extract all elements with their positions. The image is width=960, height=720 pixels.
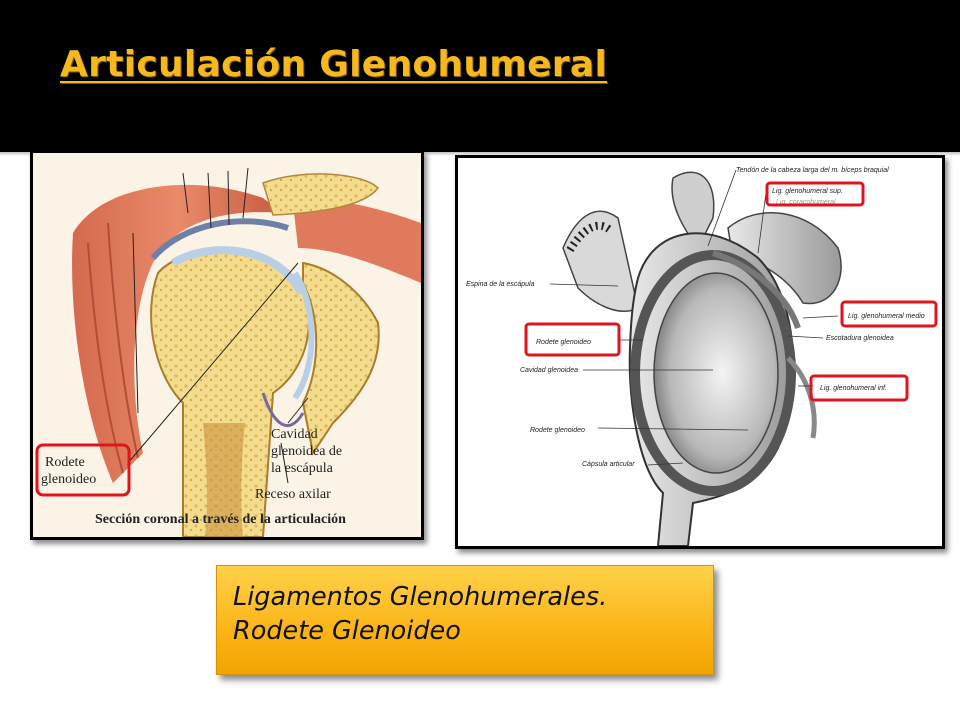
rodete-label-line2: glenoideo bbox=[41, 472, 96, 487]
tendon-label: Tendón de la cabeza larga del m. bíceps … bbox=[736, 167, 889, 174]
caption-line2: Rodete Glenoideo bbox=[233, 616, 461, 646]
cavidad-label-line2: glenoidea de bbox=[271, 444, 342, 459]
lig-coracohumeral-label: Lig. coracohumeral bbox=[776, 199, 836, 206]
caption-line1: Ligamentos Glenohumerales. bbox=[233, 582, 608, 612]
lig-sup-highlight-box bbox=[765, 181, 865, 207]
escotadura-label: Escotadura glenoidea bbox=[826, 335, 894, 342]
slide-title: Articulación Glenohumeral bbox=[60, 44, 608, 85]
title-bar: Articulación Glenohumeral bbox=[0, 0, 960, 156]
receso-label: Receso axilar bbox=[255, 487, 331, 502]
cavidad-label-line1: Cavidad bbox=[271, 427, 318, 442]
left-anatomy-figure: Rodete glenoideo Cavidad glenoidea de la… bbox=[30, 150, 424, 540]
cavidad-label-right: Cavidad glenoidea bbox=[520, 367, 578, 374]
rodete-highlight-box-right bbox=[524, 322, 621, 357]
rodete-label-1: Rodete glenoideo bbox=[536, 339, 591, 346]
rodete-label-2: Rodete glenoideo bbox=[530, 427, 585, 434]
right-anatomy-figure: Tendón de la cabeza larga del m. bíceps … bbox=[455, 155, 945, 549]
coronal-section-illustration: Rodete glenoideo Cavidad glenoidea de la… bbox=[33, 153, 421, 537]
lig-inf-highlight-box bbox=[809, 374, 909, 402]
rodete-highlight-box bbox=[35, 443, 131, 497]
caption-text: Ligamentos Glenohumerales. Rodete Glenoi… bbox=[233, 580, 607, 648]
capsula-label: Cápsula articular bbox=[582, 461, 635, 468]
caption-box: Ligamentos Glenohumerales. Rodete Glenoi… bbox=[216, 565, 714, 675]
rodete-label-line1: Rodete bbox=[45, 455, 85, 470]
lig-sup-label: Lig. glenohumeral sup. bbox=[772, 188, 843, 195]
lig-inf-label: Lig. glenohumeral inf. bbox=[820, 385, 887, 392]
lig-medio-highlight-box bbox=[840, 300, 938, 328]
espina-label: Espina de la escápula bbox=[466, 281, 535, 288]
section-caption: Sección coronal a través de la articulac… bbox=[95, 512, 346, 527]
lig-medio-label: Lig. glenohumeral medio bbox=[848, 313, 925, 320]
glenoid-ligaments-illustration: Tendón de la cabeza larga del m. bíceps … bbox=[458, 158, 942, 546]
cavidad-label-line3: la escápula bbox=[271, 461, 334, 476]
